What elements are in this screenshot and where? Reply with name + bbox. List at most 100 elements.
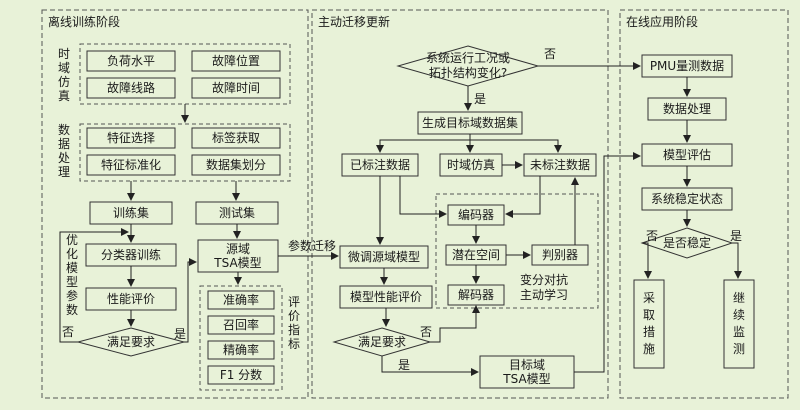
edge-stable-yes <box>732 242 742 279</box>
online-data-proc: 数据处理 <box>663 101 711 116</box>
offline-panel-title: 离线训练阶段 <box>48 14 120 29</box>
sim-item-box <box>86 77 176 99</box>
transfer-panel <box>311 9 609 399</box>
proc-item-label-acquire: 标签获取 <box>212 130 260 145</box>
continue-monitor: 继 续 监 测 <box>733 291 745 356</box>
metrics-group <box>199 285 283 391</box>
monitor-char: 续 <box>733 308 745 322</box>
metric-box <box>207 365 275 385</box>
transfer-yes-label: 是 <box>474 92 486 106</box>
transfer-panel-title: 主动迁移更新 <box>318 14 390 29</box>
classifier-training: 分类器训练 <box>101 247 161 262</box>
transfer-yes2-label: 是 <box>398 358 410 372</box>
model-eval: 模型评估 <box>663 148 711 162</box>
monitor-box <box>723 279 755 369</box>
sim-label-char: 域 <box>58 61 70 75</box>
metrics-label: 评 价 指 标 <box>288 295 300 351</box>
measures-box <box>633 279 665 369</box>
measures-char: 取 <box>643 308 655 322</box>
metric-box <box>207 340 275 360</box>
edge-unlabeled-to-encoder <box>505 176 541 218</box>
proc-group <box>79 123 291 182</box>
edge-offline-no-loop <box>59 228 129 343</box>
opt-label-char: 数 <box>66 302 78 317</box>
proc-item-box <box>86 127 176 149</box>
labeled-data: 已标注数据 <box>350 157 410 172</box>
pmu-data: PMU量测数据 <box>650 58 724 73</box>
proc-item-standardize: 特征标准化 <box>101 157 161 172</box>
metrics-label-char: 评 <box>288 295 300 309</box>
proc-item-box <box>191 154 281 176</box>
sim-item-fault-line: 故障线路 <box>107 80 155 95</box>
proc-label-char: 据 <box>58 137 70 151</box>
edge-gen-to-labeled <box>376 134 471 153</box>
proc-label-char: 处 <box>58 151 70 165</box>
online-panel-title: 在线应用阶段 <box>626 14 698 29</box>
monitor-char: 测 <box>733 342 745 356</box>
sim-label-char: 时 <box>58 47 70 61</box>
vae-group <box>435 193 599 309</box>
offline-no-label: 否 <box>62 325 74 339</box>
stability-state: 系统稳定状态 <box>651 191 723 206</box>
metrics-label-char: 价 <box>288 309 300 323</box>
measures-char: 采 <box>643 291 655 305</box>
gen-dataset: 生成目标域数据集 <box>422 115 518 130</box>
target-tsa-line1: 目标域 <box>509 358 545 372</box>
edge-target-to-online-eval <box>574 152 641 373</box>
disc-box <box>531 244 589 266</box>
sim-item-box <box>86 50 176 72</box>
sim-item-box <box>191 77 281 99</box>
offline-panel <box>41 9 309 399</box>
edge-offline-yes-to-tsa <box>184 258 197 343</box>
perf-eval: 性能评价 <box>107 292 155 306</box>
proc-item-feature-select: 特征选择 <box>107 130 155 145</box>
online-panel <box>619 9 789 399</box>
proc-item-split: 数据集划分 <box>206 157 266 172</box>
proc-label-char: 理 <box>58 165 70 179</box>
train-set: 训练集 <box>113 205 149 220</box>
edge-labeled-to-encoder <box>399 176 447 218</box>
offline-yes-label: 是 <box>174 327 186 341</box>
opt-label-char: 化 <box>66 247 78 261</box>
take-measures: 采 取 措 施 <box>643 291 655 356</box>
measures-char: 措 <box>643 325 655 339</box>
transfer-decision-line1: 系统运行工况或 <box>426 51 510 65</box>
metric-box <box>207 290 275 310</box>
latent-space: 潜在空间 <box>452 248 500 262</box>
discriminator: 判别器 <box>542 248 578 262</box>
opt-label-char: 模 <box>66 261 78 275</box>
sim-item-fault-location: 故障位置 <box>212 53 260 68</box>
unlabeled-box <box>523 153 597 177</box>
model-perf-eval: 模型性能评价 <box>350 290 422 304</box>
sim-item-box <box>191 50 281 72</box>
proc-item-box <box>191 127 281 149</box>
opt-label-char: 优 <box>66 233 78 247</box>
test-set: 测试集 <box>219 205 255 220</box>
decoder: 解码器 <box>458 288 494 302</box>
opt-label-char: 参 <box>66 288 78 303</box>
metric-box <box>207 315 275 335</box>
transfer-meets-req: 满足要求 <box>358 335 406 349</box>
offline-meets-req: 满足要求 <box>107 335 155 349</box>
monitor-char: 继 <box>733 291 745 305</box>
stable-diamond <box>640 227 734 259</box>
opt-label-char: 型 <box>66 275 78 289</box>
metric-precision: 精确率 <box>223 342 259 357</box>
online-yes-label: 是 <box>730 229 742 243</box>
metric-accuracy: 准确率 <box>223 292 259 307</box>
vae-label-line1: 变分对抗 <box>520 272 568 287</box>
vae-label-line2: 主动学习 <box>520 287 568 302</box>
edge-decision2-yes-to-target <box>381 356 479 376</box>
unlabeled-data: 未标注数据 <box>530 157 590 172</box>
sim-label-char: 真 <box>58 89 70 103</box>
is-stable: 是否稳定 <box>663 235 711 250</box>
edge-gen-to-unlabeled <box>470 139 562 153</box>
measures-char: 施 <box>643 342 655 356</box>
offline-decision-diamond <box>76 327 186 357</box>
transfer-decision-line2: 拓扑结构变化? <box>429 65 507 80</box>
metric-f1: F1 分数 <box>220 367 262 382</box>
transfer-no-label: 否 <box>544 47 556 61</box>
time-domain-sim: 时域仿真 <box>447 158 495 172</box>
